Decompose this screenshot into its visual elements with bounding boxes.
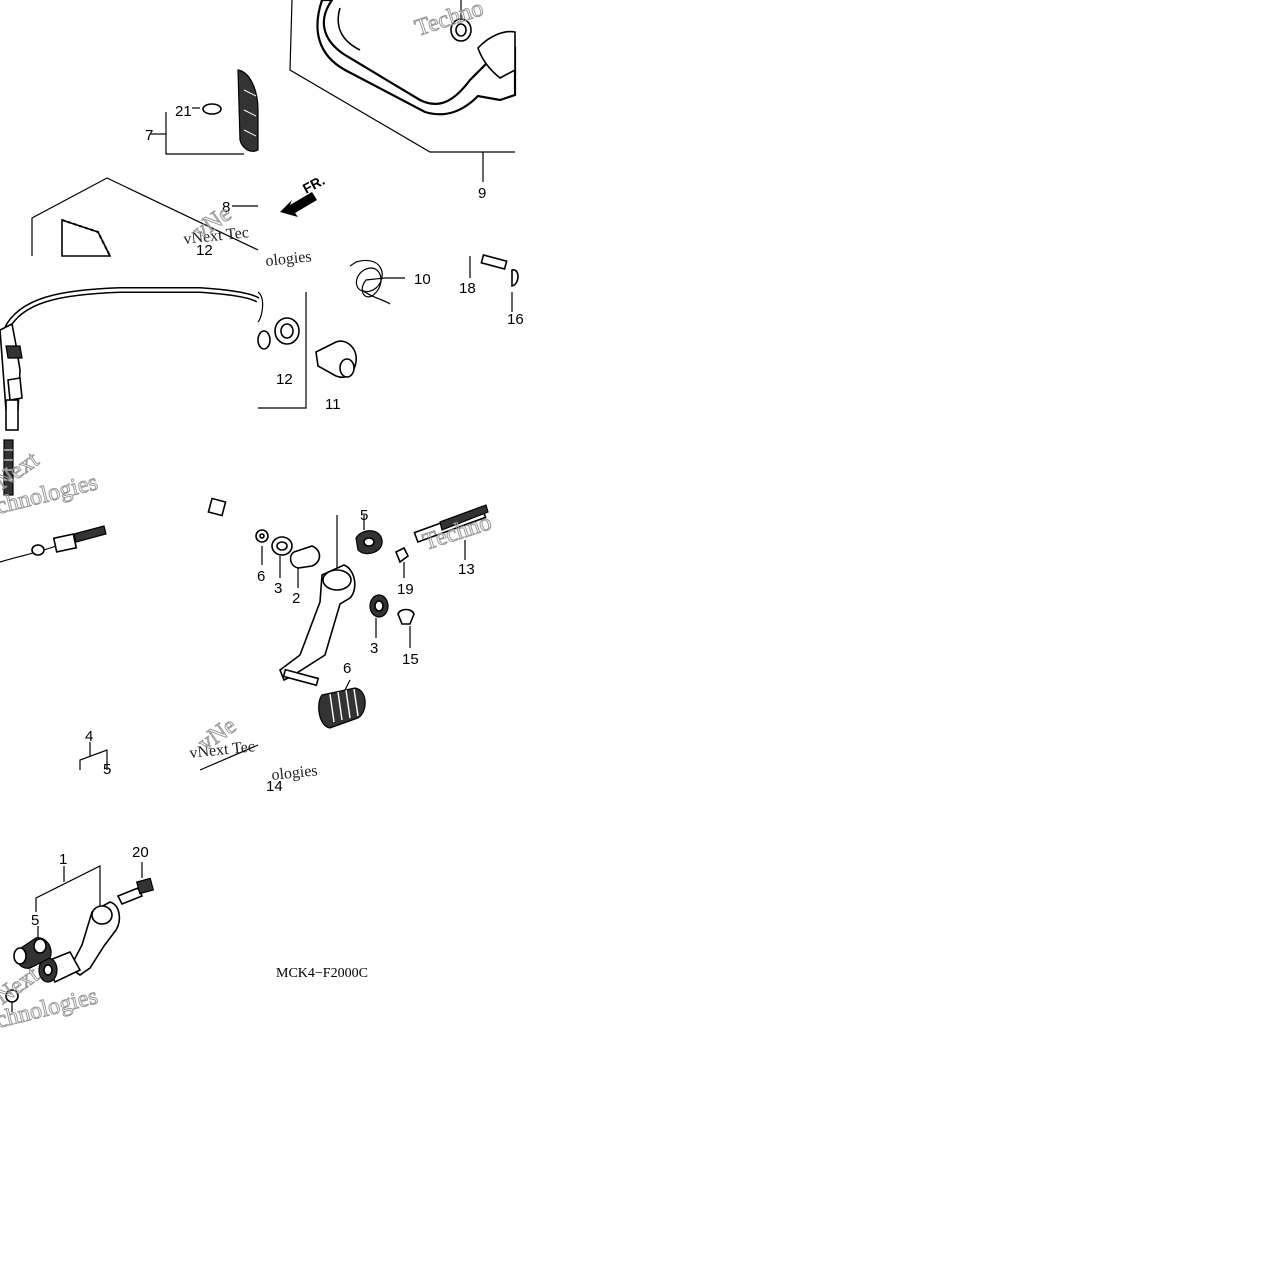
- callout-9: 9: [478, 185, 486, 202]
- gearshift-pedal: [279, 515, 366, 729]
- watermark-3: ologies: [265, 248, 313, 270]
- front-direction-label: FR.: [300, 172, 327, 197]
- callout-5-lower: 5: [31, 912, 39, 929]
- front-direction-arrow-icon: FR.: [280, 172, 327, 217]
- return-spring: [349, 259, 405, 305]
- callout-21: 21: [175, 103, 192, 120]
- callout-12: 12: [276, 371, 293, 388]
- callout-5-mid: 5: [103, 761, 111, 778]
- watermark-1: Techno: [412, 0, 487, 42]
- watermark-8: ologies: [271, 762, 319, 784]
- pivot-parts: [207, 497, 489, 691]
- callout-11: 11: [325, 396, 341, 413]
- callout-1: 1: [59, 851, 67, 868]
- callout-labels: 21 7 8 9 12 10 18 16 12 11 6 3 2 5 19 13…: [31, 103, 524, 929]
- callout-10: 10: [414, 271, 431, 288]
- callout-19: 19: [397, 581, 414, 598]
- upper-lever-bracket: [257, 291, 357, 409]
- callout-5: 5: [360, 507, 368, 524]
- lower-link-bracket: [79, 742, 259, 771]
- callout-13: 13: [458, 561, 475, 578]
- callout-12-top: 12: [196, 242, 213, 259]
- callout-14: 14: [266, 778, 283, 795]
- step-bar-assembly: [289, 0, 517, 182]
- callout-6: 6: [257, 568, 265, 585]
- callout-2: 2: [292, 590, 300, 607]
- callout-18: 18: [459, 280, 476, 297]
- watermark-2: vNext Tec: [183, 224, 250, 248]
- callout-8: 8: [222, 199, 230, 216]
- shift-cable: [0, 287, 260, 563]
- bolt-18: [469, 254, 519, 312]
- callout-7: 7: [145, 127, 153, 144]
- callout-16: 16: [507, 311, 524, 328]
- step-assembly: [31, 69, 259, 257]
- callout-15: 15: [402, 651, 419, 668]
- callout-3: 3: [274, 580, 282, 597]
- shift-arm-assembly: [5, 862, 155, 1012]
- watermark-7: vNext Tec: [189, 738, 256, 762]
- callout-4: 4: [85, 728, 93, 745]
- callout-20: 20: [132, 844, 149, 861]
- callout-6-lower: 6: [343, 660, 351, 677]
- callout-3-lower: 3: [370, 640, 378, 657]
- diagram-code: MCK4−F2000C: [276, 966, 368, 981]
